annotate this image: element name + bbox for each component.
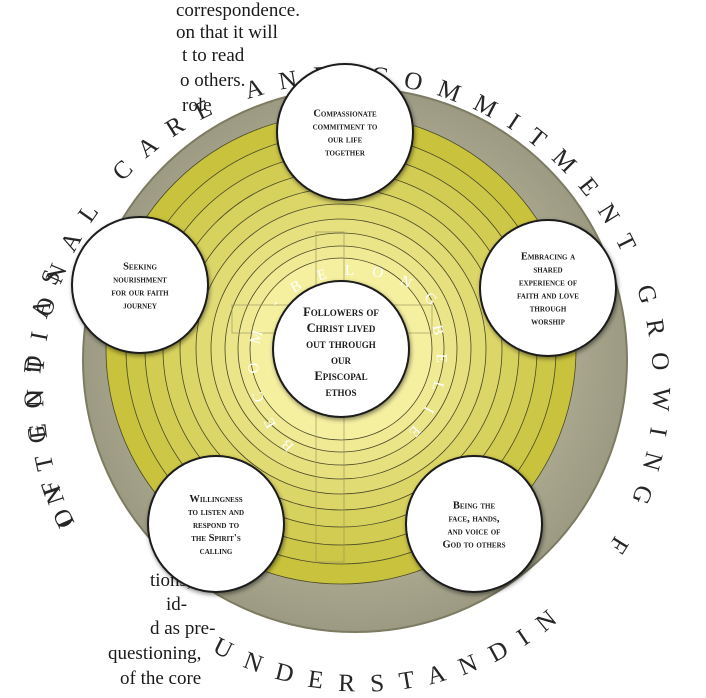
circle-left-text: Seeking nourishment for our faith journey [111, 262, 169, 312]
circle-bottom-left-line-1: Willingness [189, 494, 242, 505]
circle-top-line-2: commitment to [313, 122, 378, 133]
center-line-5: Episcopal [314, 369, 367, 383]
circle-right-line-3: experience of [519, 278, 577, 289]
circle-top-line-4: together [325, 148, 366, 159]
outer-ring-text-left: OF GOD AS CREATOR [0, 0, 82, 532]
doc-line-2: on that it will [176, 22, 278, 43]
circle-bottom-left-line-5: calling [200, 546, 233, 557]
circle-bottom-right-line-2: face, hands, [449, 514, 500, 525]
center-line-4: our [331, 353, 352, 367]
doc-line-10: questioning, [108, 643, 202, 664]
circle-bottom-right-text: Being the face, hands, and voice of God to … [442, 501, 505, 551]
circle-left-line-1: Seeking [123, 262, 157, 273]
circle-right-text: Embracing a shared experience of faith and … [517, 252, 579, 328]
circle-top-line-3: our life [328, 135, 363, 146]
doc-line-1: correspondence. [176, 0, 300, 21]
circle-bottom-right-line-3: and voice of [448, 527, 501, 538]
circle-left-line-2: nourishment [113, 275, 167, 286]
circle-left: Seeking nourishment for our faith journey [71, 216, 209, 354]
doc-line-5: role [182, 95, 212, 116]
doc-line-11: of the core [120, 668, 202, 689]
circle-left-line-3: for our faith [111, 288, 169, 299]
circle-bottom-right-line-1: Being the [453, 501, 496, 512]
center-line-1: Followers of [303, 305, 379, 319]
circle-top-line-1: Compassionate [313, 109, 377, 120]
center-line-6: ethos [325, 385, 356, 399]
circle-top: Compassionate commitment to our life togeth… [276, 63, 414, 201]
doc-line-3: t to read [182, 45, 245, 66]
doc-line-4: o others. [180, 70, 246, 91]
doc-line-9: d as pre- [150, 618, 216, 639]
center-circle: Followers of Christ lived out through ou… [272, 280, 410, 418]
doc-line-8: id- [166, 594, 188, 615]
circle-bottom-left: Willingness to listen and respond to the Sp… [147, 455, 285, 593]
circle-left-line-4: journey [123, 301, 157, 312]
center-line-2: Christ lived [307, 321, 376, 335]
circle-right-line-2: shared [533, 265, 562, 276]
circle-right-line-1: Embracing a [521, 252, 575, 263]
circle-right-line-5: through [530, 304, 567, 315]
circle-bottom-right: Being the face, hands, and voice of God to … [405, 455, 543, 593]
circle-bottom-left-line-4: the Spirit's [191, 533, 241, 544]
center-line-3: out through [306, 337, 376, 351]
circle-bottom-left-line-2: to listen and [188, 507, 244, 518]
circle-right-line-4: faith and love [517, 291, 579, 302]
circle-right-line-6: worship [531, 317, 566, 328]
circle-right: Embracing a shared experience of faith and … [479, 219, 617, 357]
circle-bottom-left-line-3: respond to [193, 520, 240, 531]
circle-top-text: Compassionate commitment to our life togeth… [313, 109, 378, 159]
circle-bottom-right-line-4: God to others [442, 540, 505, 551]
circle-bottom-left-text: Willingness to listen and respond to the Sp… [188, 494, 244, 557]
